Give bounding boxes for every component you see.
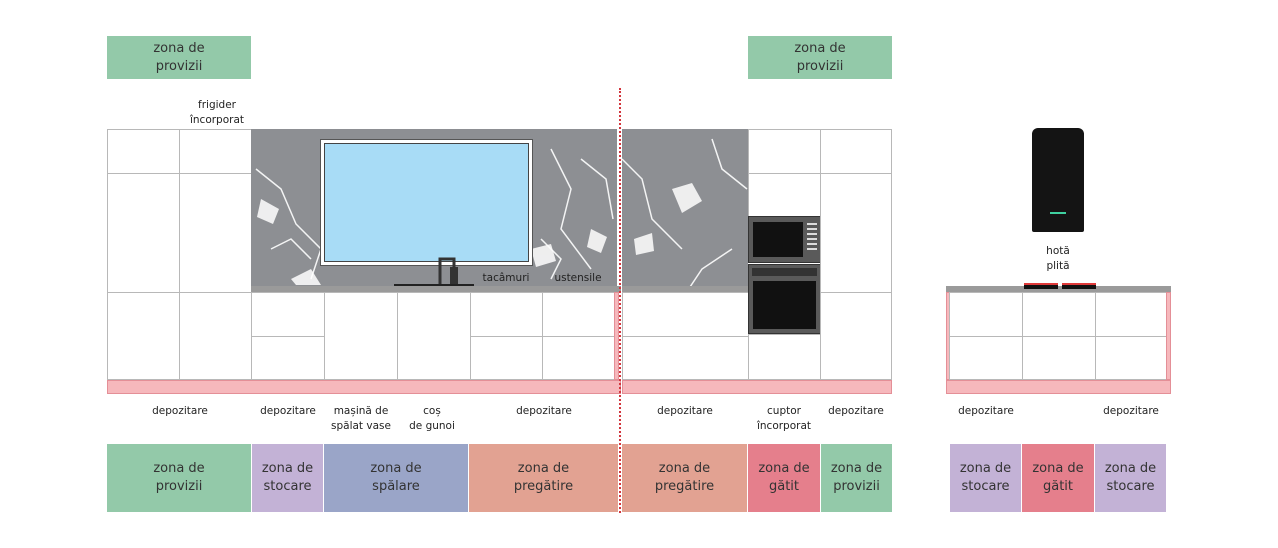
under-label-l4: coș de gunoi bbox=[409, 405, 455, 432]
under-label-l2: depozitare bbox=[260, 405, 316, 417]
under-label-m1: depozitare bbox=[657, 405, 713, 417]
island-cab-1b bbox=[949, 336, 1023, 380]
oven-col-low bbox=[748, 334, 821, 380]
fridge-cabinet-top-2 bbox=[179, 129, 252, 174]
island-cab-3b bbox=[1095, 336, 1167, 380]
hob-burner-1 bbox=[1024, 283, 1058, 289]
zone-pregatire-1: zona de pregătire bbox=[469, 444, 618, 512]
right-lower-2 bbox=[622, 336, 749, 380]
under-label-l5: depozitare bbox=[516, 405, 572, 417]
oven-window bbox=[753, 281, 816, 329]
marble-veins-right bbox=[622, 138, 748, 286]
island-cab-3a bbox=[1095, 292, 1167, 337]
fridge-door-2 bbox=[179, 173, 252, 293]
zone-stocare-3: zona de stocare bbox=[1095, 444, 1166, 512]
right-lower-1 bbox=[622, 292, 749, 337]
plinth-left bbox=[107, 380, 621, 394]
oven-col-mid bbox=[748, 173, 821, 218]
hood-indicator bbox=[1050, 212, 1066, 214]
fridge-lower-1 bbox=[107, 292, 180, 380]
dishwasher-door bbox=[324, 292, 398, 380]
under-label-r2: depozitare bbox=[1103, 405, 1159, 417]
zone-gatit-2: zona de gătit bbox=[1022, 444, 1094, 512]
lower-cab-5b bbox=[542, 336, 615, 380]
utensils-label: ustensile bbox=[554, 272, 602, 284]
marble-backsplash-right bbox=[622, 129, 748, 286]
zone-provizii-2: zona de provizii bbox=[821, 444, 892, 512]
hob-label: plită bbox=[1046, 260, 1070, 272]
oven-control-panel bbox=[752, 268, 817, 276]
island-countertop bbox=[946, 286, 1171, 292]
side-panel-left bbox=[614, 292, 619, 380]
island-cab-2a bbox=[1022, 292, 1096, 337]
fridge-label: frigider încorporat bbox=[189, 99, 245, 126]
countertop-right bbox=[622, 286, 749, 292]
under-label-m3: depozitare bbox=[828, 405, 884, 417]
trash-door bbox=[397, 292, 471, 380]
under-label-l1: depozitare bbox=[152, 405, 208, 417]
under-label-r1: depozitare bbox=[958, 405, 1014, 417]
zone-pregatire-2: zona de pregătire bbox=[622, 444, 747, 512]
zone-stocare-1: zona de stocare bbox=[252, 444, 323, 512]
sink-rim bbox=[394, 284, 474, 287]
countertop-left bbox=[251, 286, 621, 292]
plinth-right bbox=[622, 380, 892, 394]
oven-col-top bbox=[748, 129, 821, 174]
lower-cab-4a bbox=[470, 292, 543, 337]
top-zone-provizii-left: zona de provizii bbox=[107, 36, 251, 79]
lower-cab-1a bbox=[251, 292, 325, 337]
lower-cab-1b bbox=[251, 336, 325, 380]
pantry-door bbox=[820, 173, 892, 293]
faucet-icon bbox=[438, 257, 458, 285]
marble-veins bbox=[255, 148, 614, 285]
pantry-top bbox=[820, 129, 892, 174]
fridge-cabinet-top-1 bbox=[107, 129, 180, 174]
lower-cab-4b bbox=[470, 336, 543, 380]
island-plinth bbox=[946, 380, 1171, 394]
island-side-right bbox=[1166, 292, 1171, 380]
pantry-lower bbox=[820, 292, 892, 380]
top-zone-provizii-right: zona de provizii bbox=[748, 36, 892, 79]
lower-cab-5a bbox=[542, 292, 615, 337]
zone-gatit-1: zona de gătit bbox=[748, 444, 820, 512]
microwave-keypad bbox=[807, 223, 817, 253]
hood-label: hotă bbox=[1046, 245, 1070, 257]
zone-provizii-1: zona de provizii bbox=[107, 444, 251, 512]
zone-spalare: zona de spălare bbox=[324, 444, 468, 512]
fridge-door-1 bbox=[107, 173, 180, 293]
under-label-l3: mașină de spălat vase bbox=[331, 405, 391, 432]
island-cab-2b bbox=[1022, 336, 1096, 380]
island-cab-1a bbox=[949, 292, 1023, 337]
under-label-m2: cuptor încorporat bbox=[756, 405, 812, 432]
hob-burner-2 bbox=[1062, 283, 1096, 289]
oven bbox=[748, 264, 821, 334]
hood-icon bbox=[1032, 128, 1084, 232]
fridge-lower-2 bbox=[179, 292, 252, 380]
window-glass bbox=[324, 143, 529, 262]
wall-divider bbox=[619, 88, 621, 513]
zone-stocare-2: zona de stocare bbox=[950, 444, 1021, 512]
cutlery-label: tacâmuri bbox=[482, 272, 530, 284]
microwave-window bbox=[753, 222, 803, 257]
microwave bbox=[748, 216, 821, 263]
